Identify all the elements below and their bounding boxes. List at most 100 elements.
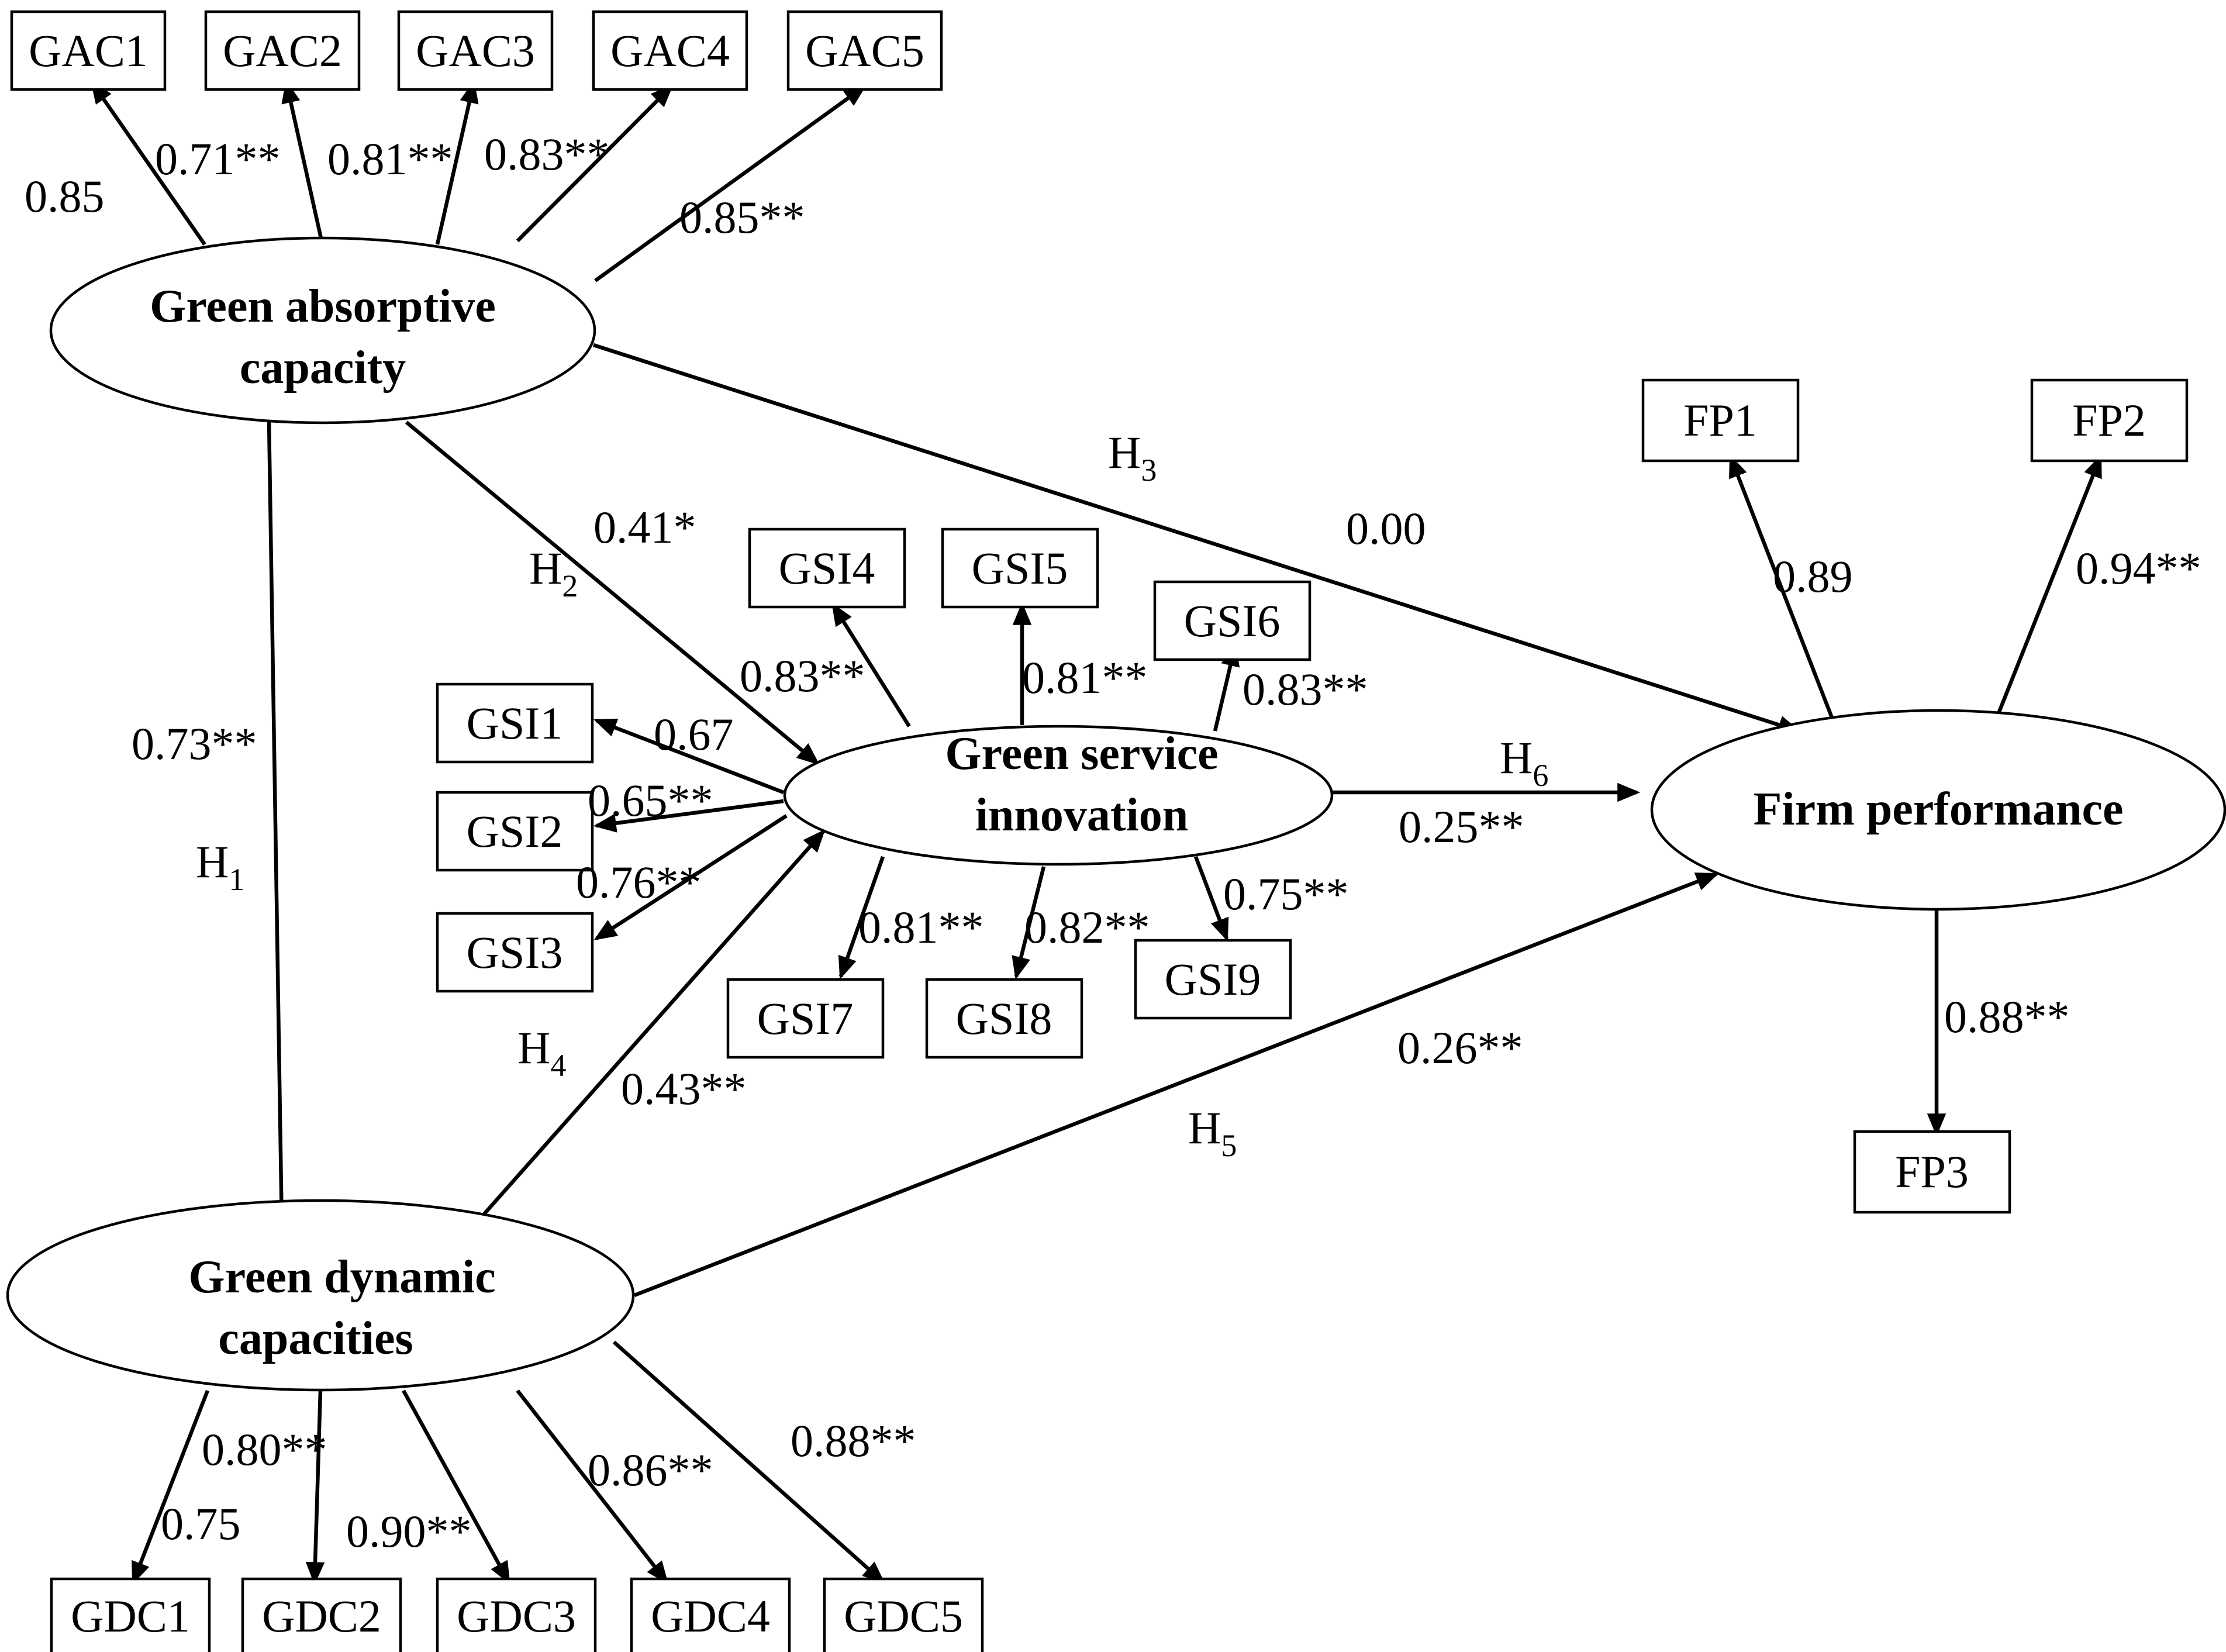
indicator-gsi9: GSI9 bbox=[1134, 939, 1292, 1020]
construct-gdc-line2: capacities bbox=[218, 1313, 413, 1364]
indicator-fp2: FP2 bbox=[2030, 378, 2189, 463]
loading-arrow-gdc3 bbox=[402, 1389, 510, 1585]
loading-arrow-gdc5 bbox=[612, 1340, 885, 1584]
path-h6-subscript: 6 bbox=[1533, 758, 1548, 793]
loading-label-fp1: 0.89 bbox=[1773, 551, 1853, 602]
path-h2-coefficient: 0.41* bbox=[593, 502, 696, 553]
path-h3-label: H3 bbox=[1108, 427, 1157, 488]
indicator-gdc3-label: GDC3 bbox=[457, 1591, 576, 1641]
loading-label-gac1: 0.85 bbox=[25, 171, 105, 222]
path-h3-coefficient: 0.00 bbox=[1346, 503, 1426, 554]
indicator-gsi5-label: GSI5 bbox=[972, 543, 1068, 594]
loading-label-gdc2: 0.80** bbox=[202, 1424, 327, 1475]
loading-arrow-fp2 bbox=[1992, 454, 2103, 726]
path-h5-coefficient: 0.26** bbox=[1397, 1022, 1523, 1073]
path-h4-subscript: 4 bbox=[550, 1048, 566, 1083]
construct-gsi-line2: innovation bbox=[975, 789, 1189, 841]
loading-arrow-gsi4 bbox=[831, 602, 911, 727]
path-h1-letter: H bbox=[196, 836, 229, 887]
indicator-fp3: FP3 bbox=[1853, 1130, 2011, 1214]
path-h6-coefficient: 0.25** bbox=[1399, 801, 1524, 852]
loading-label-gdc3: 0.90** bbox=[346, 1506, 472, 1557]
loading-arrow-gsi7 bbox=[838, 856, 885, 980]
path-h1-gac-to-gdc bbox=[267, 420, 291, 1230]
loading-arrow-gac2 bbox=[281, 80, 324, 242]
path-h5-gdc-to-fp bbox=[633, 872, 1719, 1298]
indicator-gsi2: GSI2 bbox=[436, 791, 594, 872]
loading-arrow-gsi2 bbox=[593, 799, 784, 833]
indicator-gsi6-label: GSI6 bbox=[1184, 595, 1281, 646]
indicator-gdc1-label: GDC1 bbox=[71, 1591, 190, 1641]
path-h2-letter: H bbox=[529, 543, 562, 594]
path-h4-label: H4 bbox=[517, 1022, 566, 1083]
loading-label-fp3: 0.88** bbox=[1944, 991, 2070, 1042]
indicator-gsi4-label: GSI4 bbox=[779, 543, 875, 594]
loading-label-gsi6: 0.83** bbox=[1243, 664, 1368, 715]
loading-label-gdc5: 0.88** bbox=[791, 1415, 916, 1466]
path-h3-gac-to-fp bbox=[593, 343, 1801, 734]
path-h4-coefficient: 0.43** bbox=[621, 1063, 747, 1114]
path-h1-coefficient: 0.73** bbox=[132, 718, 257, 769]
indicator-gsi3: GSI3 bbox=[436, 912, 594, 993]
indicator-gac4: GAC4 bbox=[592, 10, 748, 91]
loading-label-gdc1: 0.75 bbox=[161, 1498, 241, 1549]
indicator-gsi9-label: GSI9 bbox=[1165, 954, 1261, 1005]
path-h4-letter: H bbox=[517, 1022, 550, 1073]
loading-arrow-gac1 bbox=[91, 80, 206, 246]
indicator-gdc4: GDC4 bbox=[630, 1577, 791, 1652]
path-h6-label: H6 bbox=[1500, 732, 1548, 793]
indicator-gsi6: GSI6 bbox=[1153, 580, 1312, 661]
indicator-gsi8-label: GSI8 bbox=[956, 993, 1052, 1044]
indicator-gdc2-label: GDC2 bbox=[262, 1591, 381, 1641]
loading-label-gsi4: 0.83** bbox=[740, 650, 865, 701]
loading-arrow-gac4 bbox=[516, 84, 674, 243]
indicator-gsi1: GSI1 bbox=[436, 682, 594, 764]
construct-firm-performance: Firm performance bbox=[1650, 709, 2226, 911]
indicator-gac1-label: GAC1 bbox=[29, 25, 148, 76]
path-h2-gac-to-gsi bbox=[405, 420, 820, 765]
indicator-gac1: GAC1 bbox=[10, 10, 167, 91]
loading-label-gac3: 0.81** bbox=[327, 133, 453, 184]
construct-gsi-line1: Green service bbox=[945, 728, 1218, 780]
construct-green-absorptive-capacity: Green absorptive capacity bbox=[49, 236, 596, 425]
indicator-gdc4-label: GDC4 bbox=[651, 1591, 770, 1641]
indicator-gsi3-label: GSI3 bbox=[467, 927, 563, 978]
loading-label-gac5: 0.85** bbox=[679, 192, 805, 243]
loading-label-gsi8: 0.82** bbox=[1024, 902, 1150, 953]
construct-gac-line2: capacity bbox=[240, 342, 406, 394]
construct-fp-label: Firm performance bbox=[1753, 784, 2123, 835]
indicator-gdc5-label: GDC5 bbox=[844, 1591, 963, 1641]
construct-gac-line1: Green absorptive bbox=[150, 281, 496, 332]
path-h5-subscript: 5 bbox=[1221, 1128, 1237, 1163]
path-h1-subscript: 1 bbox=[229, 862, 244, 897]
loading-arrow-gdc2 bbox=[305, 1390, 325, 1585]
indicator-fp2-label: FP2 bbox=[2072, 395, 2146, 446]
indicator-gdc1: GDC1 bbox=[50, 1577, 211, 1652]
path-h5-letter: H bbox=[1188, 1102, 1221, 1153]
loading-label-gac2: 0.71** bbox=[155, 133, 281, 184]
loading-label-gdc4: 0.86** bbox=[588, 1444, 713, 1495]
loading-arrow-gac3 bbox=[435, 80, 479, 245]
indicator-fp3-label: FP3 bbox=[1895, 1146, 1969, 1197]
indicator-gac4-label: GAC4 bbox=[610, 25, 730, 76]
loading-arrow-fp1 bbox=[1728, 454, 1837, 726]
loading-arrow-gsi1 bbox=[593, 718, 785, 795]
indicator-gdc3: GDC3 bbox=[436, 1577, 597, 1652]
loading-label-gac4: 0.83** bbox=[484, 129, 610, 180]
loading-label-gsi9: 0.75** bbox=[1223, 868, 1349, 919]
indicator-gac2: GAC2 bbox=[204, 10, 361, 91]
indicator-fp1: FP1 bbox=[1641, 378, 1800, 463]
indicator-gac5-label: GAC5 bbox=[805, 25, 924, 76]
path-h4-gdc-to-gsi bbox=[478, 829, 826, 1221]
loading-label-gsi2: 0.65** bbox=[588, 775, 713, 826]
indicator-gsi2-label: GSI2 bbox=[467, 806, 563, 857]
indicator-gac5: GAC5 bbox=[786, 10, 943, 91]
path-h2-label: H2 bbox=[529, 543, 578, 603]
path-h5-label: H5 bbox=[1188, 1102, 1237, 1163]
indicator-fp1-label: FP1 bbox=[1683, 395, 1757, 446]
loading-label-gsi3: 0.76** bbox=[576, 857, 702, 908]
path-h2-subscript: 2 bbox=[562, 568, 578, 603]
construct-green-service-innovation: Green service innovation bbox=[783, 725, 1334, 866]
construct-green-dynamic-capacities: Green dynamic capacities bbox=[6, 1199, 635, 1392]
